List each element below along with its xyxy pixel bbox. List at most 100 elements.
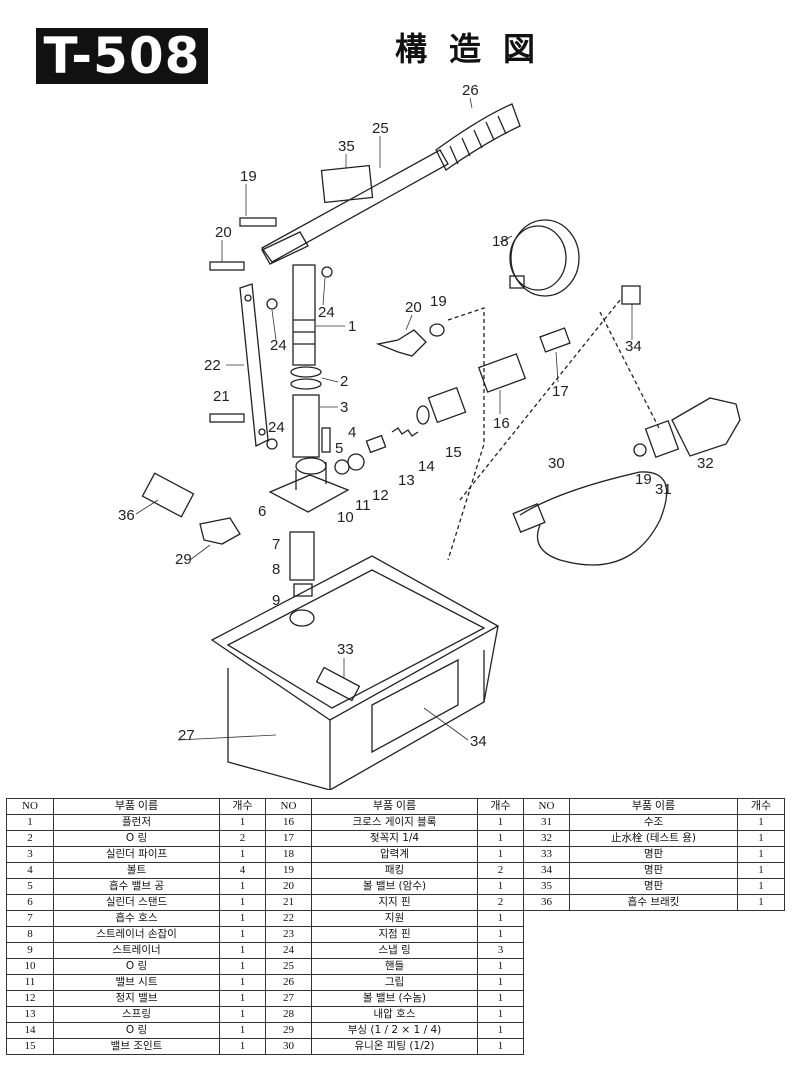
part-qty-cell: 4 — [219, 862, 266, 879]
part-qty-cell: 1 — [477, 846, 524, 863]
part-name-cell: 볼 밸브 (암수) — [311, 878, 478, 895]
part-no-cell: 7 — [6, 910, 54, 927]
ball-valve-20-drawing — [375, 329, 427, 357]
col-header-qty: 개수 — [477, 798, 524, 815]
callout-24-mid: 24 — [270, 337, 287, 354]
part-no-cell: 4 — [6, 862, 54, 879]
part-no-cell: 21 — [265, 894, 312, 911]
part-qty-cell: 3 — [477, 942, 524, 959]
valve-joint-drawing — [427, 386, 467, 424]
part-no-cell: 15 — [6, 1038, 54, 1055]
part-qty-cell: 1 — [219, 846, 266, 863]
part-no-cell: 32 — [523, 830, 570, 847]
callout-8: 8 — [272, 561, 280, 578]
col-header-qty: 개수 — [737, 798, 785, 815]
spring-drawing — [391, 427, 419, 437]
plunger-drawing — [292, 264, 316, 366]
part-no-cell: 26 — [265, 974, 312, 991]
part-name-cell: 수조 — [569, 814, 738, 831]
part-name-cell: 밸브 조인트 — [53, 1038, 220, 1055]
part-qty-cell: 1 — [219, 974, 266, 991]
part-no-cell: 10 — [6, 958, 54, 975]
part-name-cell: 밸브 시트 — [53, 974, 220, 991]
part-name-cell: 명판 — [569, 846, 738, 863]
model-badge: T-508 — [36, 28, 208, 84]
strainer-drawing — [289, 609, 315, 627]
part-name-cell: 핸들 — [311, 958, 478, 975]
part-name-cell: 실린더 스탠드 — [53, 894, 220, 911]
part-name-cell: 젖꼭지 1/4 — [311, 830, 478, 847]
part-name-cell: 흡수 브래킷 — [569, 894, 738, 911]
part-no-cell: 35 — [523, 878, 570, 895]
empty-cell — [524, 959, 785, 975]
part-qty-cell: 2 — [477, 862, 524, 879]
callout-32: 34 — [625, 338, 642, 355]
part-name-cell: 볼트 — [53, 862, 220, 879]
part-qty-cell: 1 — [477, 974, 524, 991]
part-no-cell: 16 — [265, 814, 312, 831]
callout-17: 17 — [552, 383, 569, 400]
cylinder-stand-drawing — [268, 474, 350, 513]
part-no-cell: 31 — [523, 814, 570, 831]
col-header-name: 부품 이름 — [53, 798, 220, 815]
empty-cell — [524, 975, 785, 991]
part-no-cell: 19 — [265, 862, 312, 879]
nameplate-35-drawing — [320, 164, 374, 204]
part-qty-cell: 1 — [477, 814, 524, 831]
water-tank-drawing — [210, 555, 500, 790]
part-no-cell: 33 — [523, 846, 570, 863]
part-qty-cell: 1 — [477, 958, 524, 975]
part-name-cell: 실린더 파이프 — [53, 846, 220, 863]
col-header-name: 부품 이름 — [311, 798, 478, 815]
callout-3: 3 — [340, 399, 348, 416]
part-name-cell: 흡수 호스 — [53, 910, 220, 927]
callout-12: 12 — [372, 487, 389, 504]
callout-24-top: 24 — [318, 304, 335, 321]
part-name-cell: 크로스 게이지 블록 — [311, 814, 478, 831]
callout-35: 35 — [338, 138, 355, 155]
stop-valve-drawing — [365, 434, 387, 454]
pin-21-top-drawing — [209, 261, 245, 271]
callout-34: 34 — [470, 733, 487, 750]
part-qty-cell: 1 — [737, 878, 785, 895]
o-ring-2-drawing — [290, 366, 322, 378]
pressure-hose-drawing — [519, 471, 668, 566]
part-qty-cell: 1 — [477, 990, 524, 1007]
suction-bracket-drawing — [141, 472, 195, 518]
strainer-handle-drawing — [293, 583, 313, 597]
part-no-cell: 30 — [265, 1038, 312, 1055]
part-no-cell: 34 — [523, 862, 570, 879]
callout-9: 9 — [272, 592, 280, 609]
callout-30: 32 — [697, 455, 714, 472]
callout-6: 6 — [258, 503, 266, 520]
part-no-cell: 23 — [265, 926, 312, 943]
suction-hose-drawing — [289, 531, 315, 581]
callout-26: 26 — [462, 82, 479, 99]
part-name-cell: 플런저 — [53, 814, 220, 831]
callout-2: 2 — [340, 373, 348, 390]
part-no-cell: 27 — [265, 990, 312, 1007]
part-name-cell: 스냅 링 — [311, 942, 478, 959]
part-name-cell: 명판 — [569, 878, 738, 895]
packing-19b-drawing — [633, 443, 647, 457]
part-no-cell: 28 — [265, 1006, 312, 1023]
callout-10: 10 — [337, 509, 354, 526]
part-name-cell: 스트레이너 — [53, 942, 220, 959]
part-name-cell: 부싱 (1 / 2 × 1 / 4) — [311, 1022, 478, 1039]
part-name-cell: 압력계 — [311, 846, 478, 863]
callout-16: 16 — [493, 415, 510, 432]
page-title: 構造図 — [395, 30, 558, 68]
callout-36: 36 — [118, 507, 135, 524]
part-name-cell: 지점 핀 — [311, 926, 478, 943]
callout-28: 30 — [548, 455, 565, 472]
